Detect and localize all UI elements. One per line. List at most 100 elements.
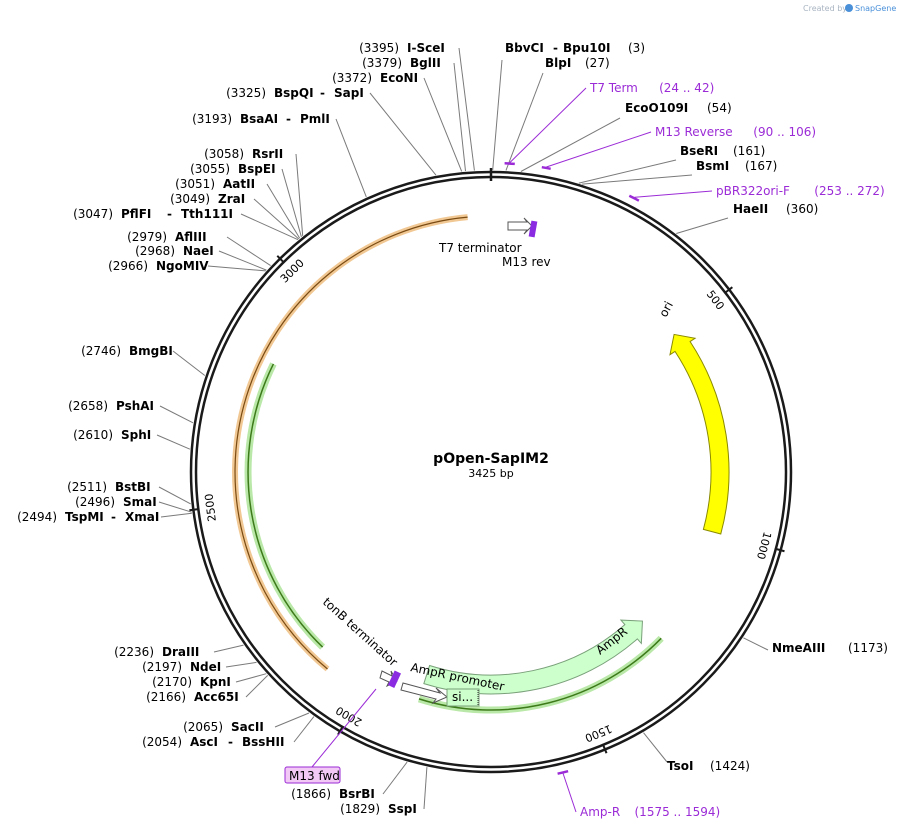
cut-site-afliii[interactable]: (2979)AflIII: [127, 230, 206, 244]
cut-site-bseri[interactable]: BseRI(161): [680, 144, 765, 158]
site-position: (2746): [81, 344, 121, 358]
cut-site-kpni[interactable]: (2170)KpnI: [152, 675, 231, 689]
cut-site-ecoo109i[interactable]: EcoO109I(54): [625, 101, 732, 115]
site-name: BlpI: [545, 56, 571, 70]
site-labels: BbvCI-Bpu10I(3)BlpI(27) EcoO109I(54) BseRI…: [17, 41, 888, 819]
cut-site-smai[interactable]: (2496)SmaI: [75, 495, 157, 509]
site-position: (2511): [67, 480, 107, 494]
primer-name: T7 Term: [589, 81, 638, 95]
cut-site-bglii[interactable]: (3379)BglII: [362, 56, 441, 70]
cut-site-acc65i[interactable]: (2166)Acc65I: [146, 690, 239, 704]
site-name: BsmI: [696, 159, 729, 173]
cut-site-bbvci[interactable]: BbvCI-Bpu10I(3): [505, 41, 645, 55]
site-position: (54): [707, 101, 732, 115]
cut-site-pshai[interactable]: (2658)PshAI: [68, 399, 154, 413]
name-sep: -: [286, 112, 291, 126]
ampr-arrow[interactable]: [423, 619, 643, 695]
site-name: AatII: [223, 177, 255, 191]
cut-site-bspqi[interactable]: (3325)BspQI-SapI: [226, 86, 364, 100]
cut-site-draiii[interactable]: (2236)DraIII: [114, 645, 199, 659]
cut-site-tspmi[interactable]: (2494)TspMI-XmaI: [17, 510, 159, 524]
m13-fwd-primer-label: M13 fwd: [289, 769, 340, 783]
primer-pbr322ori-f[interactable]: pBR322ori-F(253 .. 272): [716, 184, 885, 198]
cut-site-asci[interactable]: (2054)AscI-BssHII: [142, 735, 284, 749]
site-name: BbvCI: [505, 41, 544, 55]
cut-site-nmeaiii[interactable]: NmeAIII(1173): [772, 641, 888, 655]
site-name: SphI: [121, 428, 151, 442]
primer-amp-r[interactable]: Amp-R(1575 .. 1594): [580, 805, 720, 819]
site-position: (3325): [226, 86, 266, 100]
ori-arrow[interactable]: [669, 333, 730, 535]
primer-range: (24 .. 42): [659, 81, 714, 95]
site-name: BspEI: [238, 162, 276, 176]
primer-arc[interactable]: [628, 194, 640, 202]
site-name: TspMI: [65, 510, 104, 524]
name-sep: -: [111, 510, 116, 524]
primer-t7-term[interactable]: T7 Term (24 .. 42): [589, 81, 714, 95]
cut-site-ndei[interactable]: (2197)NdeI: [142, 660, 221, 674]
name-sep: -: [320, 86, 325, 100]
site-position: (3395): [359, 41, 399, 55]
ampr-promoter-arrow[interactable]: [400, 682, 448, 705]
tick-mark: [276, 255, 286, 264]
cut-site-bsaai[interactable]: (3193)BsaAI-PmlI: [192, 112, 330, 126]
site-name: BstBI: [115, 480, 151, 494]
cut-site-zrai[interactable]: (3049)ZraI: [170, 192, 245, 206]
site-name: SacII: [231, 720, 264, 734]
site-position: (360): [786, 202, 818, 216]
ori-label: ori: [656, 299, 676, 319]
cut-site-aatii[interactable]: (3051)AatII: [175, 177, 255, 191]
cut-site-bmgbi[interactable]: (2746)BmgBI: [81, 344, 173, 358]
cut-site-bsrbi[interactable]: (1866)BsrBI: [291, 787, 375, 801]
site-name: SapI: [334, 86, 364, 100]
cut-site-rsrii[interactable]: (3058)RsrII: [204, 147, 283, 161]
cut-site-bsmi[interactable]: BsmI(167): [696, 159, 777, 173]
cut-site-pflfi[interactable]: (3047)PflFI-Tth111I: [73, 207, 233, 221]
primer-arc[interactable]: [541, 165, 551, 171]
cut-site-econi[interactable]: (3372)EcoNI: [332, 71, 418, 85]
t7-terminator-glyph[interactable]: [507, 217, 533, 235]
tick-mark: [774, 547, 785, 553]
site-position: (1866): [291, 787, 331, 801]
cut-site-bspei[interactable]: (3055) BspEI: [190, 162, 275, 176]
site-name: HaeII: [733, 202, 768, 216]
site-name: EcoNI: [380, 71, 418, 85]
site-name: BssHII: [242, 735, 284, 749]
cut-site-bstbi[interactable]: (2511) BstBI: [67, 480, 151, 494]
site-position: (2236): [114, 645, 154, 659]
orange-feature-core: [234, 216, 468, 670]
credit-text: Created by: [803, 4, 847, 13]
tick-label: 1000: [754, 530, 774, 560]
cut-site-tsoi[interactable]: TsoI(1424): [667, 759, 750, 773]
cut-site-naei[interactable]: (2968)NaeI: [135, 244, 214, 258]
site-name: PmlI: [300, 112, 330, 126]
m13-fwd-glyph[interactable]: [387, 670, 402, 688]
primer-arc[interactable]: [557, 769, 569, 775]
plasmid-size: 3425 bp: [468, 467, 513, 480]
site-position: (3047): [73, 207, 113, 221]
green-feature-arc[interactable]: [244, 362, 326, 650]
cut-site-sspi[interactable]: (1829)SspI: [340, 802, 417, 816]
cut-site-sacii[interactable]: (2065)SacII: [183, 720, 264, 734]
name-sep: -: [228, 735, 233, 749]
primer-arc[interactable]: [504, 162, 515, 166]
tick-mark: [189, 507, 200, 512]
site-position: (2979): [127, 230, 167, 244]
snapgene-brand: SnapGene: [855, 4, 896, 13]
site-position: (3055): [190, 162, 230, 176]
site-position: (2496): [75, 495, 115, 509]
cut-site-haeii[interactable]: HaeII (360): [733, 202, 818, 216]
site-position: (2170): [152, 675, 192, 689]
cut-site-ngomiv[interactable]: (2966)NgoMIV: [108, 259, 209, 273]
m13-rev-glyph[interactable]: [528, 220, 538, 238]
name-sep: -: [167, 207, 172, 221]
cut-site-sphi[interactable]: (2610)SphI: [73, 428, 151, 442]
name-sep: -: [553, 41, 558, 55]
tonb-terminator-label: tonB terminator: [320, 595, 400, 669]
green-feature-core: [247, 363, 324, 648]
cut-site-blpi[interactable]: BlpI(27): [545, 56, 610, 70]
signal-box[interactable]: [446, 688, 480, 707]
primer-m13-reverse[interactable]: M13 Reverse(90 .. 106): [655, 125, 816, 139]
cut-site-i-scei[interactable]: (3395)I-SceI: [359, 41, 445, 55]
site-name: Acc65I: [194, 690, 239, 704]
